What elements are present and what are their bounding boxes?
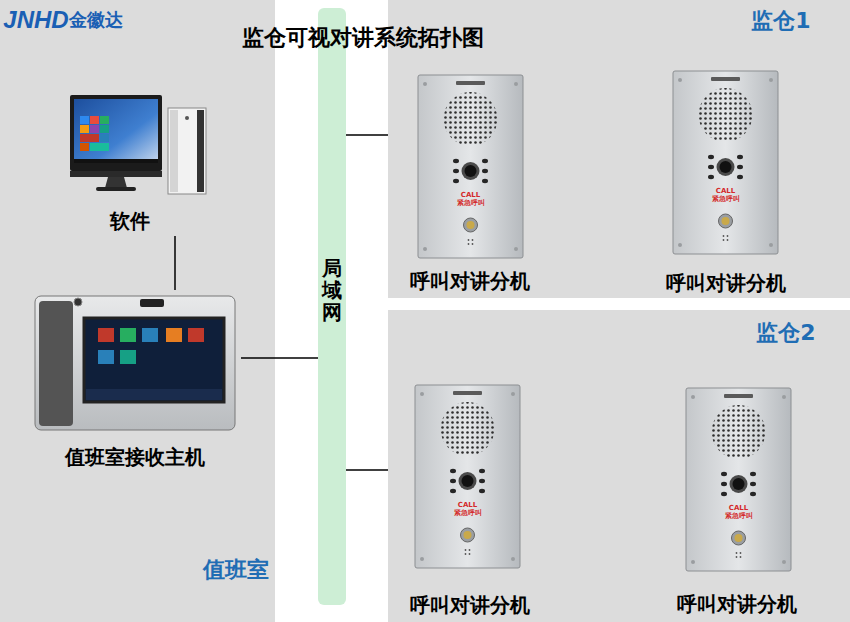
label-holder: 监仓2 bbox=[756, 320, 817, 346]
call-text: 紧急呼叫 bbox=[725, 513, 753, 521]
label-holder: 值班室接收主机 bbox=[65, 445, 206, 469]
vertical-label: 局域网 bbox=[322, 257, 342, 323]
label-holder: 呼叫对讲分机 bbox=[410, 593, 531, 617]
node-label: 呼叫对讲分机 bbox=[410, 269, 531, 293]
label-holder: 紧急呼叫 bbox=[454, 510, 482, 518]
label-holder: 紧急呼叫 bbox=[712, 196, 740, 204]
host-illustration bbox=[35, 296, 235, 430]
node-label: 呼叫对讲分机 bbox=[666, 271, 787, 295]
label-holder: 紧急呼叫 bbox=[725, 513, 753, 521]
diagram-title: 监仓可视对讲系统拓扑图 bbox=[242, 25, 484, 51]
node-label: 监仓1 bbox=[751, 8, 812, 34]
call-text: 紧急呼叫 bbox=[457, 200, 485, 208]
computer-illustration bbox=[70, 95, 206, 194]
label-holder: 呼叫对讲分机 bbox=[666, 271, 787, 295]
call-text: CALL bbox=[461, 191, 480, 199]
intercom-illustration bbox=[415, 71, 791, 571]
node-label: 值班室 bbox=[203, 557, 270, 583]
label-holder: JNHD bbox=[3, 6, 68, 35]
node-label: 监仓2 bbox=[756, 320, 817, 346]
label-holder: 局域网 bbox=[322, 257, 343, 323]
label-holder: 值班室 bbox=[203, 557, 270, 583]
label-holder: 呼叫对讲分机 bbox=[677, 592, 798, 616]
label-holder: CALL bbox=[729, 504, 748, 512]
label-holder: 监仓可视对讲系统拓扑图 bbox=[242, 25, 484, 51]
call-text: CALL bbox=[729, 504, 748, 512]
logo-text: JNHD bbox=[3, 6, 68, 35]
node-label: 软件 bbox=[110, 209, 151, 233]
node-label: 呼叫对讲分机 bbox=[677, 592, 798, 616]
network-link bbox=[346, 134, 388, 136]
call-text: 紧急呼叫 bbox=[454, 510, 482, 518]
network-link bbox=[174, 236, 176, 290]
label-holder: 呼叫对讲分机 bbox=[410, 269, 531, 293]
label-holder: 监仓1 bbox=[751, 8, 812, 34]
label-holder: 金徽达 bbox=[69, 9, 123, 31]
lan-bar: 局域网 bbox=[318, 8, 346, 605]
label-holder: CALL bbox=[716, 187, 735, 195]
label-holder: 紧急呼叫 bbox=[457, 200, 485, 208]
node-label: 呼叫对讲分机 bbox=[410, 593, 531, 617]
label-holder: CALL bbox=[461, 191, 480, 199]
label-holder: 软件 bbox=[110, 209, 151, 233]
call-text: 紧急呼叫 bbox=[712, 196, 740, 204]
network-link bbox=[241, 357, 318, 359]
network-link bbox=[346, 469, 388, 471]
call-text: CALL bbox=[458, 501, 477, 509]
call-text: CALL bbox=[716, 187, 735, 195]
label-holder: CALL bbox=[458, 501, 477, 509]
node-label: 值班室接收主机 bbox=[65, 445, 206, 469]
logo-text: 金徽达 bbox=[69, 9, 123, 31]
